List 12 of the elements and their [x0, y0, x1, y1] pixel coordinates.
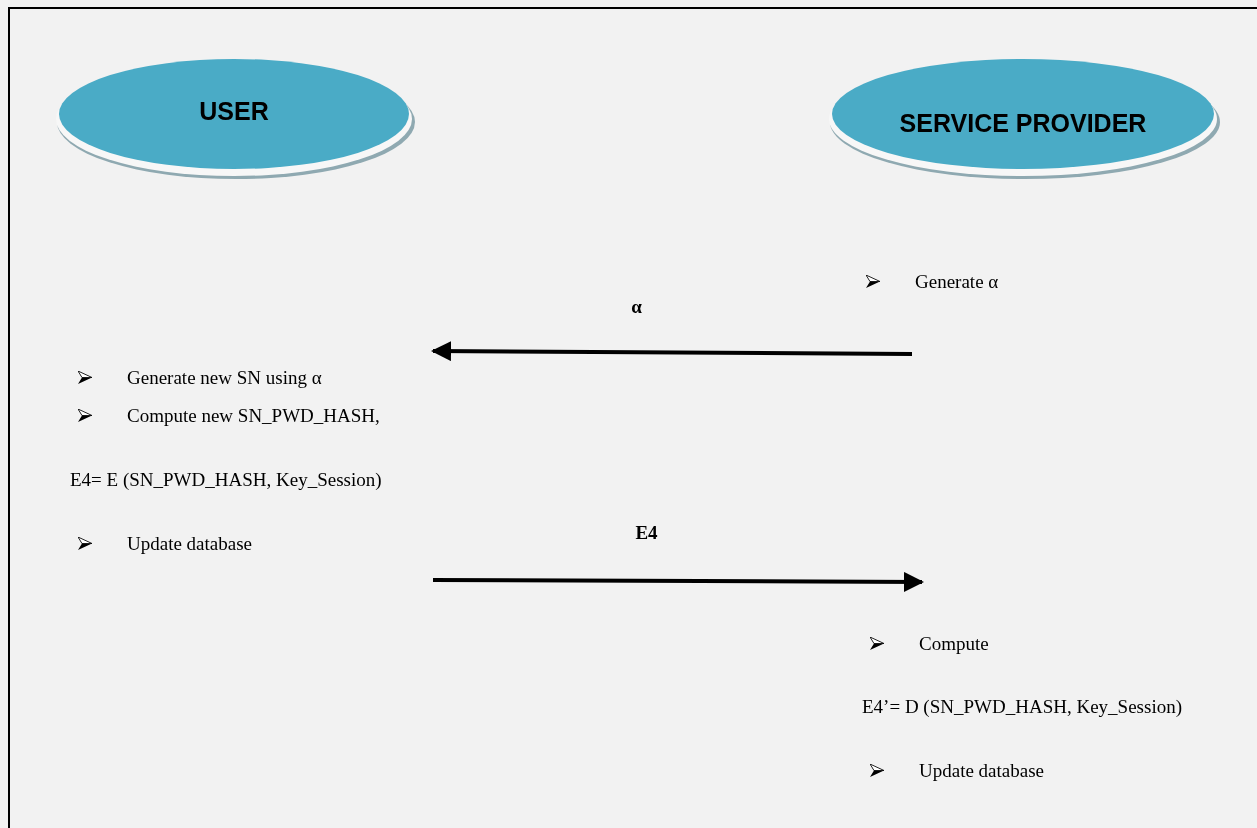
bullet-text: Generate new SN using α: [127, 366, 322, 390]
message-arrow: [431, 341, 912, 362]
bullet-text: Compute: [919, 632, 989, 656]
actor-label: USER: [198, 96, 270, 127]
formula-text: E4’= D (SN_PWD_HASH, Key_Session): [862, 695, 1182, 719]
bullet-text: Update database: [127, 532, 253, 556]
bullet-text: Update database: [919, 759, 1045, 783]
actor-label: SERVICE PROVIDER: [898, 108, 1148, 139]
formula-text: E4= E (SN_PWD_HASH, Key_Session): [70, 468, 382, 492]
bullet-text: Compute new SN_PWD_HASH,: [127, 404, 380, 428]
bullet-text: Generate α: [915, 270, 999, 294]
message-arrow: [433, 571, 924, 592]
